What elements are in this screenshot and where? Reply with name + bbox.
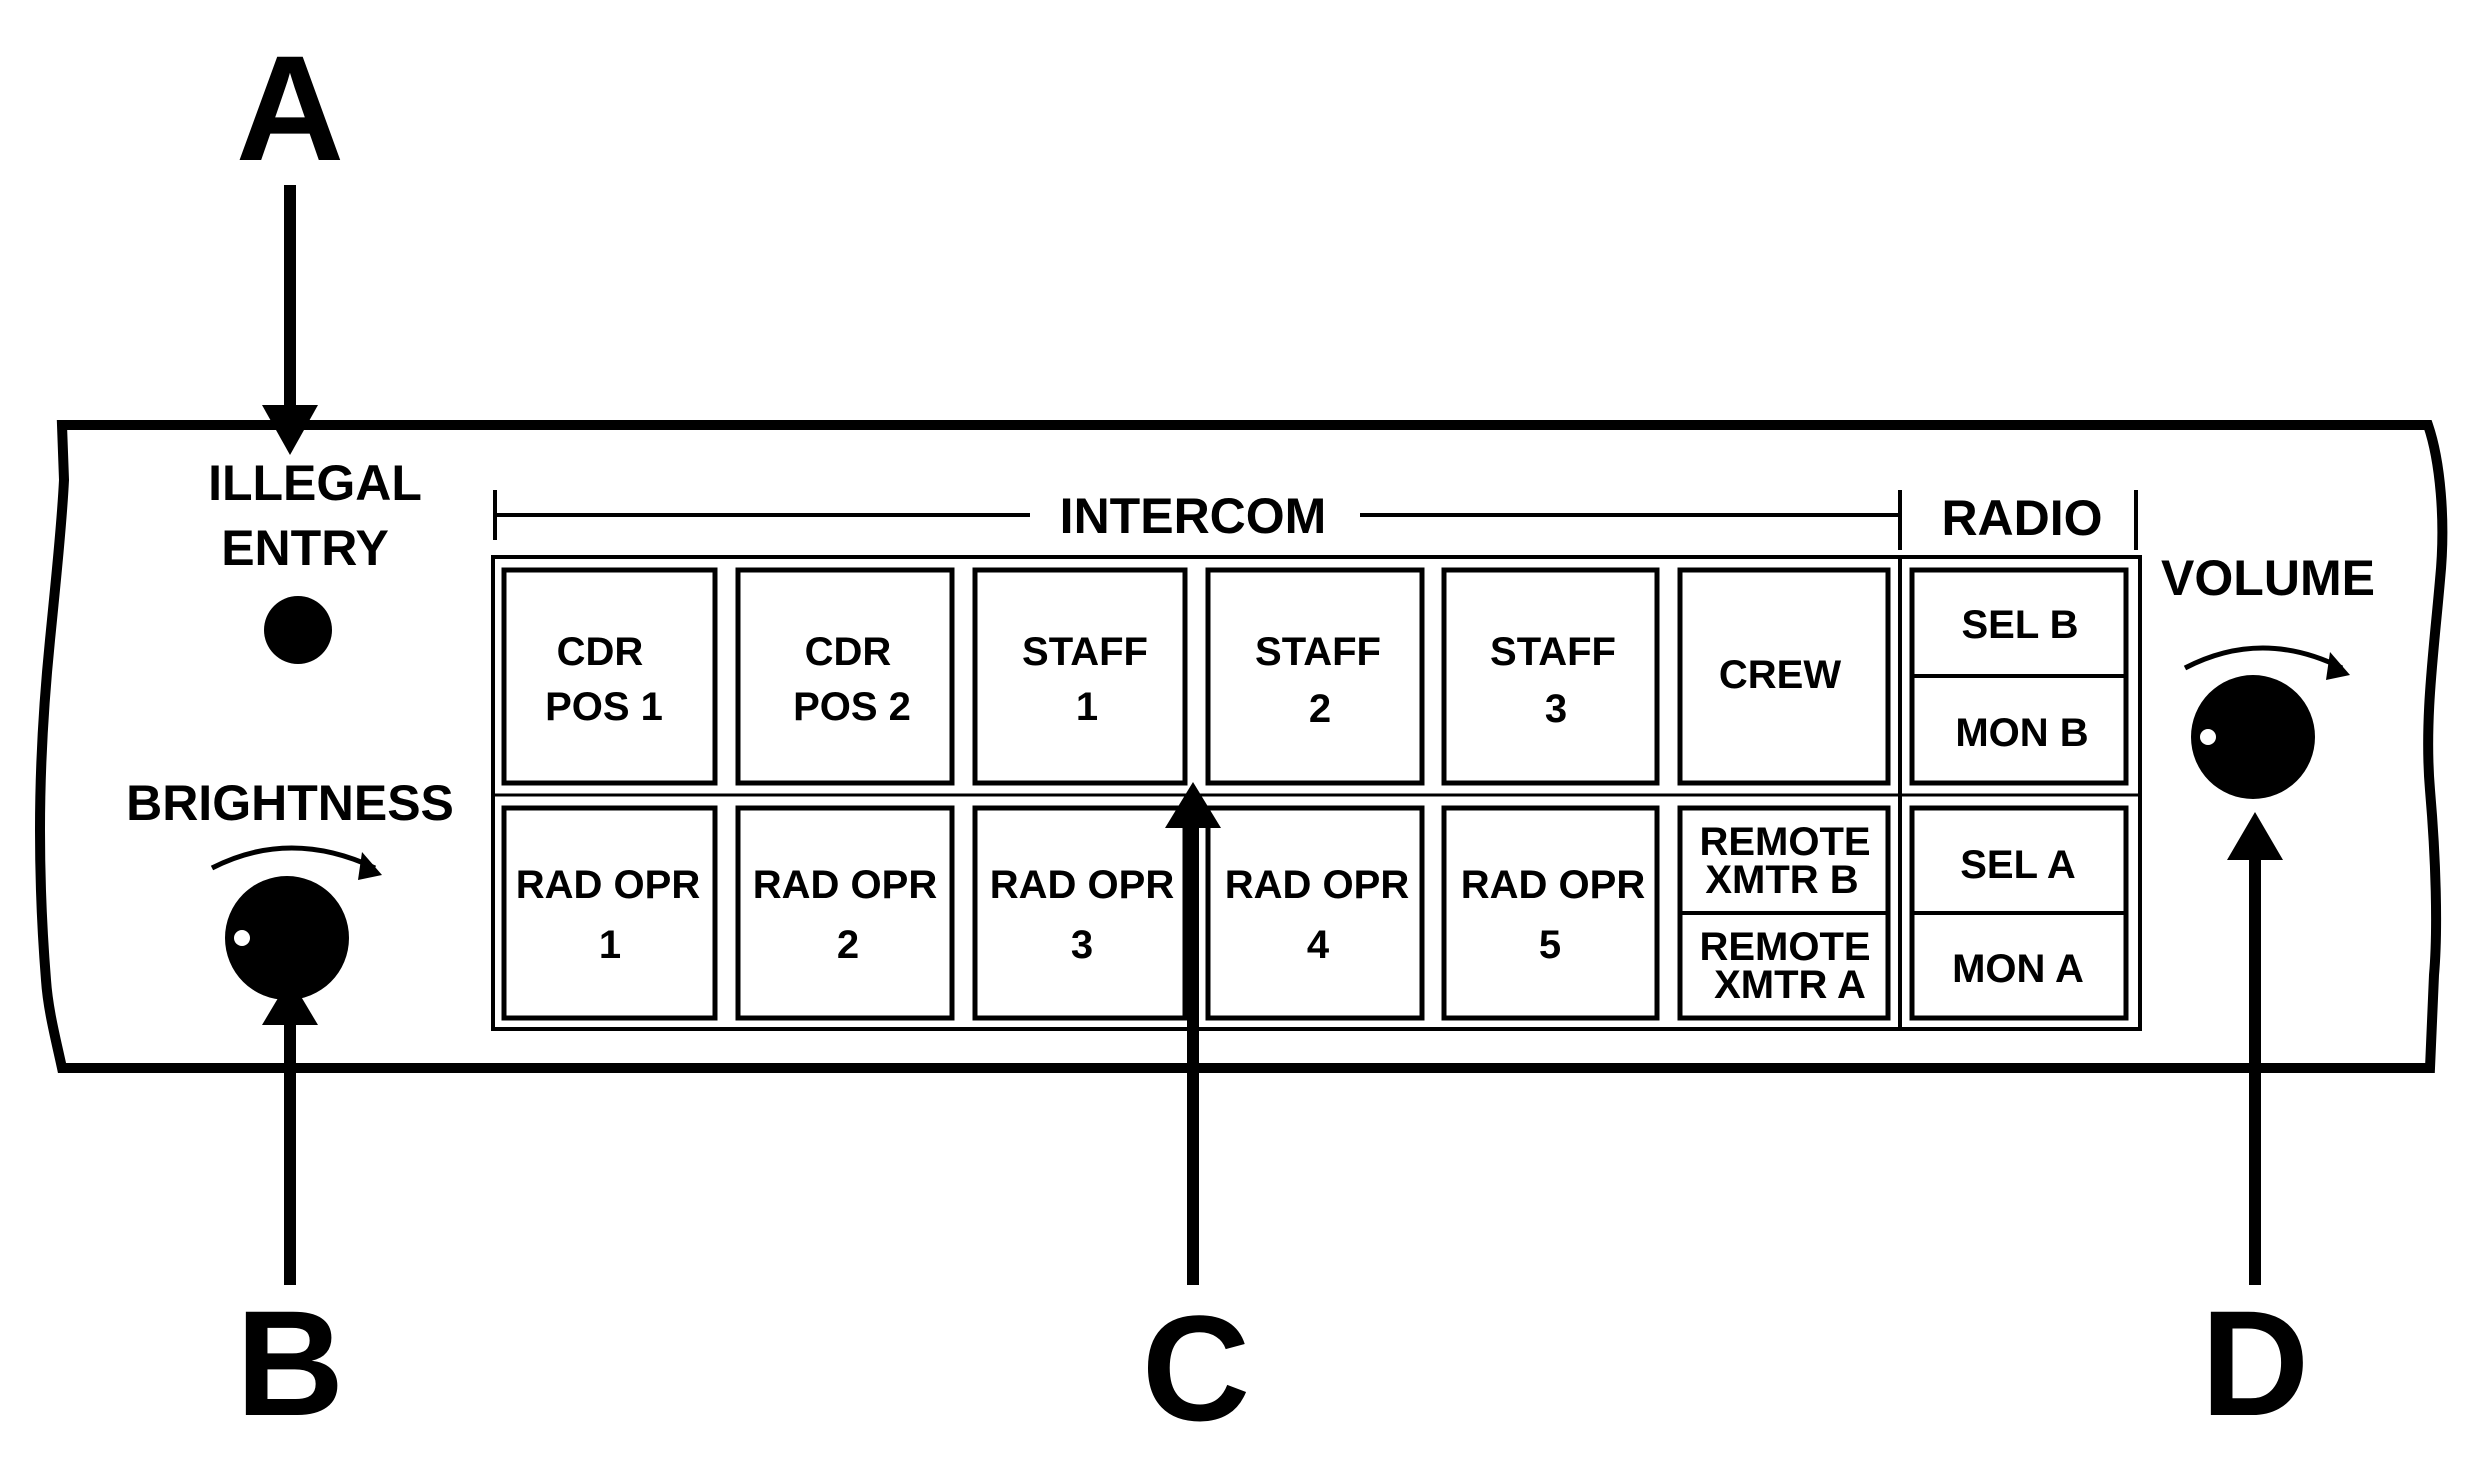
intercom-key-crew[interactable]: CREW <box>1677 567 1891 786</box>
volume-label: VOLUME <box>2161 550 2375 606</box>
arrow-a-head <box>262 405 318 455</box>
illegal-entry-indicator-light <box>264 596 332 664</box>
arrow-c-head <box>1165 782 1221 828</box>
key-label-line1: STAFF <box>1022 630 1148 674</box>
intercom-key-rad-opr-2[interactable]: RAD OPR 2 <box>735 805 955 1021</box>
intercom-key-staff-3[interactable]: STAFF 3 <box>1441 567 1660 786</box>
key-label: MON A <box>1952 947 2084 991</box>
key-label-line1: RAD OPR <box>516 863 701 907</box>
key-label-line2: 1 <box>1076 685 1098 729</box>
remote-xmtr-b-key[interactable]: REMOTE XMTR B <box>1699 820 1870 902</box>
radio-key-group-a <box>1909 805 2129 1021</box>
key-label-line2: 5 <box>1539 923 1561 967</box>
volume-rotation-arrow <box>2183 645 2344 671</box>
brightness-knob-indicator <box>234 930 250 946</box>
volume-rotation-arrowhead <box>2326 652 2350 680</box>
key-label-line2: 2 <box>837 923 859 967</box>
key-label-line2: XMTR B <box>1705 858 1858 902</box>
remote-xmtr-a-key[interactable]: REMOTE XMTR A <box>1699 925 1870 1007</box>
key-label-line1: CDR <box>557 630 644 674</box>
arrow-b-head <box>262 978 318 1025</box>
illegal-entry-label-2: ENTRY <box>221 520 389 576</box>
callout-d: D <box>2201 1279 2309 1447</box>
radio-key-group-b <box>1909 567 2129 786</box>
intercom-key-staff-1[interactable]: STAFF 1 <box>972 567 1188 786</box>
key-label: SEL B <box>1961 603 2078 647</box>
radio-key-mon-b[interactable]: MON B <box>1955 711 2088 755</box>
key-label-line1: RAD OPR <box>1225 863 1410 907</box>
intercom-key-rad-opr-3[interactable]: RAD OPR 3 <box>972 805 1188 1021</box>
key-label-line2: POS 1 <box>545 685 663 729</box>
callout-b: B <box>236 1279 344 1447</box>
key-label-line2: XMTR A <box>1714 963 1866 1007</box>
key-label-line1: RAD OPR <box>1461 863 1646 907</box>
key-label-line1: STAFF <box>1490 630 1616 674</box>
key-label-line2: 4 <box>1307 923 1330 967</box>
key-label-line1: CDR <box>805 630 892 674</box>
key-label-line2: 3 <box>1545 687 1567 731</box>
intercom-key-rad-opr-1[interactable]: RAD OPR 1 <box>501 805 718 1021</box>
key-label-line1: RAD OPR <box>990 863 1175 907</box>
intercom-key-rad-opr-4[interactable]: RAD OPR 4 <box>1205 805 1425 1021</box>
intercom-header: INTERCOM <box>1060 488 1327 544</box>
callout-c: C <box>1142 1284 1250 1452</box>
intercom-key-staff-2[interactable]: STAFF 2 <box>1205 567 1425 786</box>
intercom-key-rad-opr-5[interactable]: RAD OPR 5 <box>1441 805 1660 1021</box>
brightness-label: BRIGHTNESS <box>126 775 454 831</box>
key-label-line2: POS 2 <box>793 685 911 729</box>
volume-knob-indicator <box>2200 729 2216 745</box>
arrow-d-head <box>2227 812 2283 860</box>
intercom-key-cdr-pos-2[interactable]: CDR POS 2 <box>735 567 955 786</box>
key-label-line2: 3 <box>1071 923 1093 967</box>
key-label-line1: REMOTE <box>1699 820 1870 864</box>
key-label-line2: 1 <box>599 923 621 967</box>
key-label-line1: REMOTE <box>1699 925 1870 969</box>
brightness-rotation-arrowhead <box>358 852 382 880</box>
key-label-line1: CREW <box>1719 653 1841 697</box>
radio-header: RADIO <box>1941 490 2102 546</box>
key-label: SEL A <box>1960 843 2076 887</box>
key-label-line1: RAD OPR <box>753 863 938 907</box>
key-label-line1: STAFF <box>1255 630 1381 674</box>
intercom-key-remote-xmtr <box>1677 805 1891 1021</box>
volume-knob[interactable] <box>2191 675 2315 799</box>
brightness-knob[interactable] <box>225 876 349 1000</box>
callout-a: A <box>236 24 344 192</box>
key-label: MON B <box>1955 711 2088 755</box>
intercom-key-cdr-pos-1[interactable]: CDR POS 1 <box>501 567 718 786</box>
radio-key-sel-a[interactable]: SEL A <box>1960 843 2076 887</box>
radio-key-sel-b[interactable]: SEL B <box>1961 603 2078 647</box>
illegal-entry-label: ILLEGAL <box>208 455 422 511</box>
radio-key-mon-a[interactable]: MON A <box>1952 947 2084 991</box>
brightness-rotation-arrow <box>210 845 377 871</box>
key-label-line2: 2 <box>1309 687 1331 731</box>
